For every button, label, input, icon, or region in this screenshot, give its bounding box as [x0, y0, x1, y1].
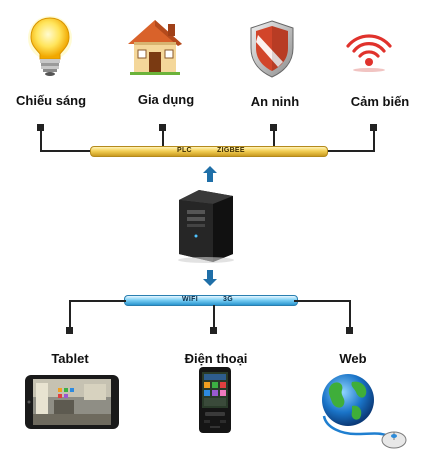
label-gia-dung: Gia dụng [137, 92, 195, 107]
bus-plc-zigbee: PLC ZIGBEE [90, 146, 328, 157]
tablet-icon [24, 374, 120, 430]
connector-wire [69, 300, 126, 302]
connector-wire [162, 131, 164, 147]
bus-wifi-3g: WIFI 3G [124, 295, 298, 306]
connector-plug [37, 124, 44, 131]
connector-plug [210, 327, 217, 334]
connector-wire [69, 300, 71, 328]
connector-plug [270, 124, 277, 131]
label-dien-thoai: Điện thoại [184, 351, 248, 366]
connector-wire [349, 300, 351, 328]
shield-icon [247, 18, 297, 80]
arrow-up-icon [203, 166, 217, 182]
connector-wire [213, 305, 215, 328]
label-web: Web [339, 351, 367, 366]
arrow-down-icon [203, 270, 217, 286]
house-icon [122, 14, 188, 78]
label-cam-bien: Cảm biến [350, 94, 410, 109]
bus-label-zigbee: ZIGBEE [217, 147, 245, 154]
globe-mouse-icon [312, 370, 412, 452]
connector-wire [40, 131, 42, 152]
sensor-waves-icon [346, 32, 392, 74]
connector-wire [326, 150, 375, 152]
connector-wire [294, 300, 351, 302]
connector-wire [40, 150, 92, 152]
bus-label-plc: PLC [177, 147, 192, 154]
connector-plug [159, 124, 166, 131]
phone-icon [198, 366, 232, 434]
server-tower-icon [175, 188, 237, 264]
bus-label-3g: 3G [223, 296, 233, 303]
label-chieu-sang: Chiếu sáng [16, 93, 87, 108]
label-an-ninh: An ninh [250, 94, 300, 109]
label-tablet: Tablet [51, 351, 89, 366]
connector-plug [346, 327, 353, 334]
bus-label-wifi: WIFI [182, 296, 198, 303]
connector-wire [273, 131, 275, 147]
connector-plug [66, 327, 73, 334]
connector-plug [370, 124, 377, 131]
connector-wire [373, 131, 375, 152]
light-bulb-icon [22, 12, 78, 78]
